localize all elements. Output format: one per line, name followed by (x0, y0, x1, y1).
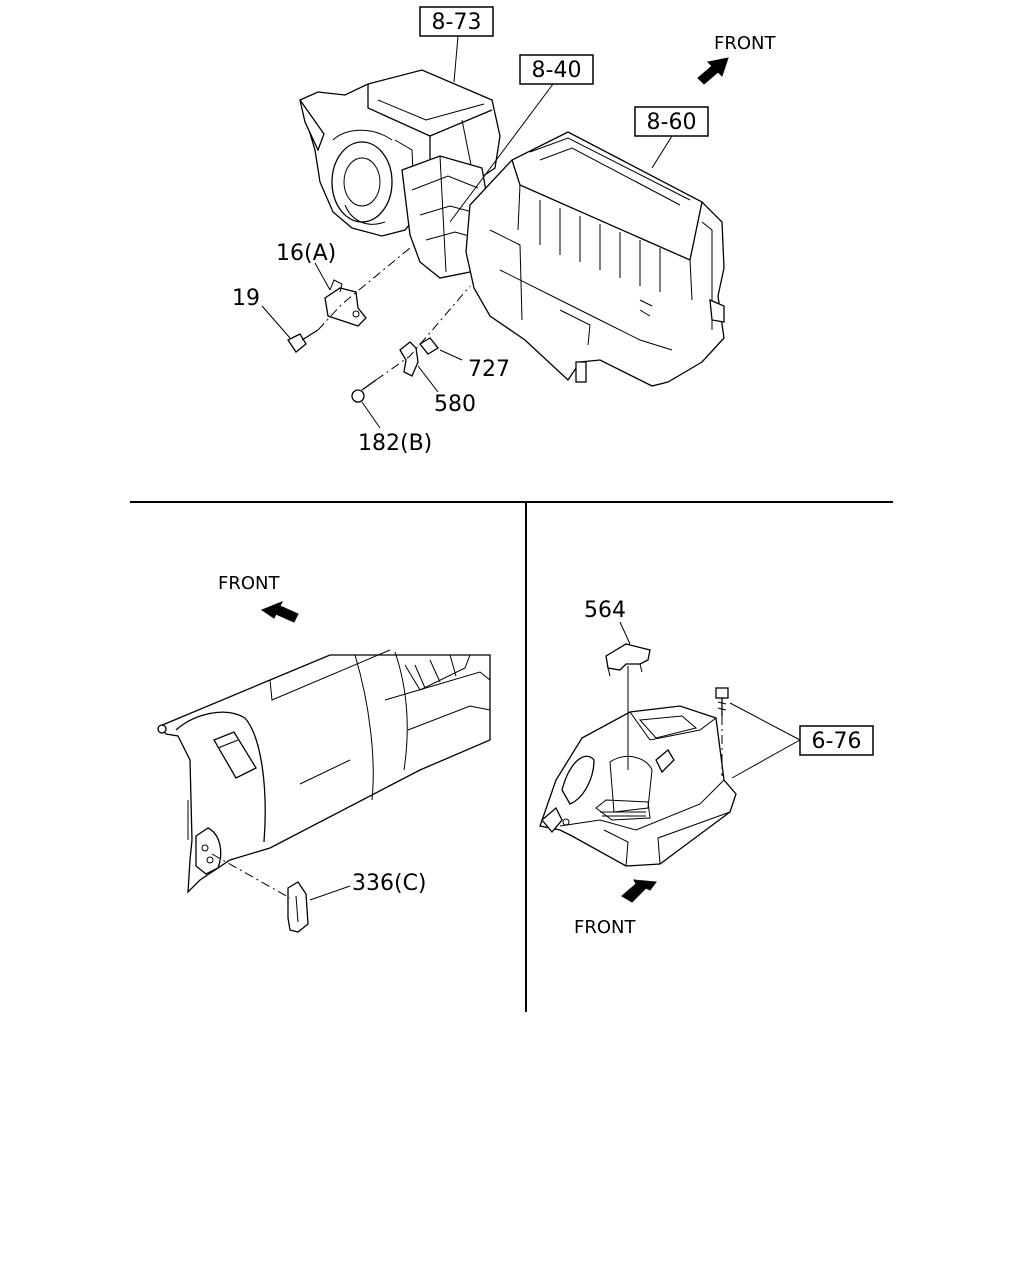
front-label-top: FRONT (714, 33, 776, 54)
front-label-right: FRONT (574, 917, 636, 938)
screw-6-76 (715, 687, 729, 716)
bolt-19 (287, 329, 319, 353)
part-label-727: 727 (468, 357, 510, 382)
ref-box-8-60 (634, 106, 709, 137)
heater-unit-drawing (465, 131, 725, 387)
part-label-19: 19 (232, 286, 260, 311)
part-label-182b: 182(B) (358, 431, 432, 456)
ref-box-8-73 (419, 6, 494, 37)
hvac-assembly-section: 8-73 8-40 8-60 16(A) 19 727 580 182(B) F… (232, 6, 776, 456)
bracket-580 (399, 341, 419, 377)
front-arrow-left-icon (260, 601, 299, 623)
bracket-16a (324, 279, 367, 327)
front-label-left: FRONT (218, 573, 280, 594)
part-label-16a: 16(A) (276, 241, 336, 266)
clip-564 (605, 643, 651, 677)
ref-box-8-40 (519, 54, 594, 85)
ref-label-6-76: 6-76 (812, 729, 862, 754)
screw-182b (351, 379, 377, 403)
pad-727 (419, 337, 439, 355)
ref-label-8-73: 8-73 (432, 10, 482, 35)
front-arrow-right-icon (621, 879, 657, 903)
clip-336c (287, 881, 309, 933)
part-label-580: 580 (434, 392, 476, 417)
front-arrow-top-icon (697, 57, 729, 85)
ref-label-8-40: 8-40 (532, 58, 582, 83)
dashboard-section: 336(C) FRONT (157, 573, 491, 933)
part-label-336c: 336(C) (352, 871, 427, 896)
console-section: 564 6-76 FRONT (539, 598, 874, 938)
part-label-564: 564 (584, 598, 626, 623)
ref-label-8-60: 8-60 (647, 110, 697, 135)
ref-box-6-76 (799, 725, 874, 756)
